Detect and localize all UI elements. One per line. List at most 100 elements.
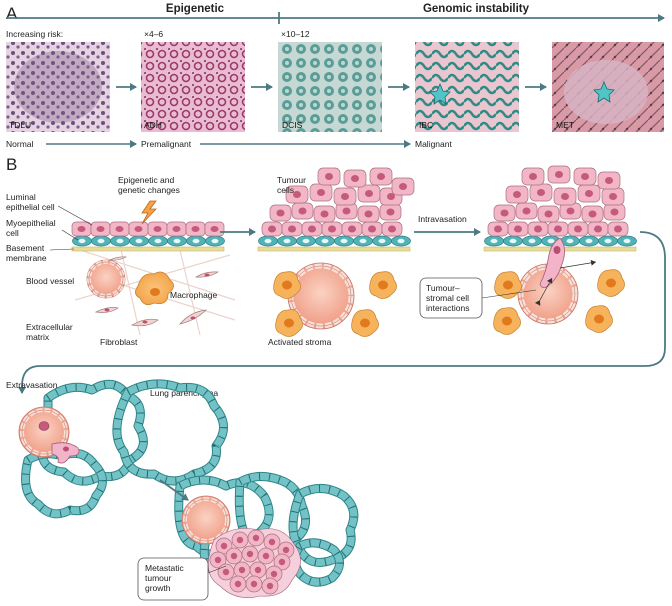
histology-image-tdlu: TDLU	[6, 42, 110, 132]
myoepithelial-nucleus	[116, 238, 124, 244]
myoepithelial-nucleus	[397, 238, 405, 244]
metastatic-cell-nucleus	[254, 566, 262, 574]
panel-a: A Epigenetic Genomic instability Increas…	[6, 3, 665, 149]
myoepithelial-nucleus	[154, 238, 162, 244]
myoepithelial-cell-row	[484, 235, 637, 247]
stage-malignant: Malignant	[415, 139, 452, 149]
basement-membrane	[257, 246, 411, 252]
label-luminal-line1: Luminal	[6, 192, 36, 202]
scene-activated-stroma	[257, 167, 415, 337]
tumour-cell-nucleus	[341, 193, 349, 200]
tumour-cell-nucleus	[364, 210, 373, 218]
blood-vessel	[86, 259, 126, 299]
myoepithelial-cell-row	[72, 235, 225, 247]
tumour-cell-nucleus	[494, 225, 502, 233]
myoepithelial-nucleus	[378, 238, 386, 244]
stage-premalignant: Premalignant	[141, 139, 192, 149]
tumour-cell-nucleus	[514, 225, 522, 233]
metastatic-cell-nucleus	[234, 580, 242, 588]
image-label-met: MET	[556, 120, 574, 130]
extravasation-site	[18, 406, 80, 464]
label-macrophage: Macrophage	[170, 290, 218, 300]
tumour-cell-nucleus	[328, 225, 336, 233]
luminal-nucleus	[115, 226, 124, 232]
myoepithelial-nucleus	[283, 238, 291, 244]
tumour-cell-nucleus	[268, 225, 276, 233]
metastatic-cell-nucleus	[220, 542, 228, 550]
star-icon	[593, 80, 615, 103]
myoepithelial-nucleus	[509, 238, 517, 244]
risk-multiplier-adh: ×4–6	[144, 29, 163, 39]
tumour-cell-nucleus	[534, 225, 542, 233]
label-metastatic-line2: tumour	[145, 573, 172, 583]
macrophage-nucleus	[150, 288, 160, 296]
label-fibroblast: Fibroblast	[100, 337, 138, 347]
tumour-cell-nucleus	[325, 173, 333, 180]
alveolus-wall	[113, 380, 227, 485]
macrophage-nucleus	[360, 318, 370, 328]
tumour-cell-cluster	[487, 165, 629, 237]
luminal-nucleus	[191, 226, 200, 232]
myoepithelial-nucleus	[585, 238, 593, 244]
metastatic-cell-nucleus	[270, 570, 278, 578]
leader-metastatic	[207, 565, 227, 574]
interaction-arrow	[559, 259, 597, 269]
tumour-cell-nucleus	[293, 191, 301, 198]
tumour-cell-nucleus	[348, 225, 356, 233]
myoepithelial-nucleus	[173, 238, 181, 244]
risk-multiplier-dcis: ×10–12	[281, 29, 310, 39]
myoepithelial-nucleus	[97, 238, 105, 244]
lightning-bolt-icon	[141, 200, 157, 225]
tumour-cell-nucleus	[566, 207, 575, 215]
tumour-cell-nucleus	[351, 175, 359, 182]
label-epigenetic-line2: genetic changes	[118, 185, 180, 195]
tumour-cell-nucleus	[554, 225, 562, 233]
metastatic-cell-nucleus	[246, 550, 254, 558]
panel-b: B	[6, 155, 666, 601]
macrophage-nucleus	[282, 280, 292, 290]
tumour-cell-nucleus	[609, 193, 617, 200]
tumour-cell-nucleus	[308, 225, 316, 233]
header-epigenetic: Epigenetic	[166, 3, 225, 15]
tumour-cell-nucleus	[610, 208, 619, 216]
label-myoepithelial-line2: cell	[6, 228, 19, 238]
stage-normal: Normal	[6, 139, 34, 149]
tumour-cell-nucleus	[368, 225, 376, 233]
tumour-cell-nucleus	[561, 193, 569, 200]
fibroblast-nuclei	[104, 273, 210, 324]
tumour-cell-nucleus	[574, 225, 582, 233]
tumour-cell-cluster	[261, 167, 415, 237]
luminal-nucleus	[96, 226, 105, 232]
tumour-cell-nucleus	[605, 177, 613, 184]
histology-image-adh: ADH	[141, 42, 245, 132]
label-metastatic-line3: growth	[145, 583, 171, 593]
tumour-cell-nucleus	[387, 193, 395, 200]
tumour-cell-nucleus	[537, 189, 545, 196]
tumour-cell-nucleus	[581, 173, 589, 180]
histology-image-dcis: DCIS	[278, 42, 382, 132]
leader-basement	[49, 248, 75, 251]
increasing-risk-label: Increasing risk:	[6, 29, 63, 39]
myoepithelial-nucleus	[192, 238, 200, 244]
tumour-cell-nucleus	[288, 225, 296, 233]
macrophage-nucleus	[594, 314, 604, 324]
metastatic-cell-nucleus	[250, 580, 258, 588]
extravasating-tumour-cell	[51, 442, 80, 464]
label-interaction-line1: Tumour–	[426, 283, 460, 293]
arrow-extravasation-to-growth	[159, 479, 189, 501]
label-tumour-cells-line2: cells	[277, 185, 294, 195]
label-extravasation: Extravasation	[6, 380, 58, 390]
leader-luminal	[57, 205, 93, 226]
tumour-cell-nucleus	[588, 210, 597, 218]
metastatic-cell-nucleus	[238, 566, 246, 574]
image-label-tdlu: TDLU	[9, 120, 31, 130]
myoepithelial-cell-row	[258, 235, 411, 247]
metastatic-callout-box	[137, 557, 209, 601]
myoepithelial-nucleus	[547, 238, 555, 244]
macrophage-nucleus	[378, 280, 388, 290]
label-myoepithelial-line1: Myoepithelial	[6, 218, 56, 228]
myoepithelial-nucleus	[264, 238, 272, 244]
tumour-cell-nucleus	[513, 191, 521, 198]
metastatic-cell-nucleus	[278, 558, 286, 566]
vessel-near-metastasis	[181, 495, 231, 545]
